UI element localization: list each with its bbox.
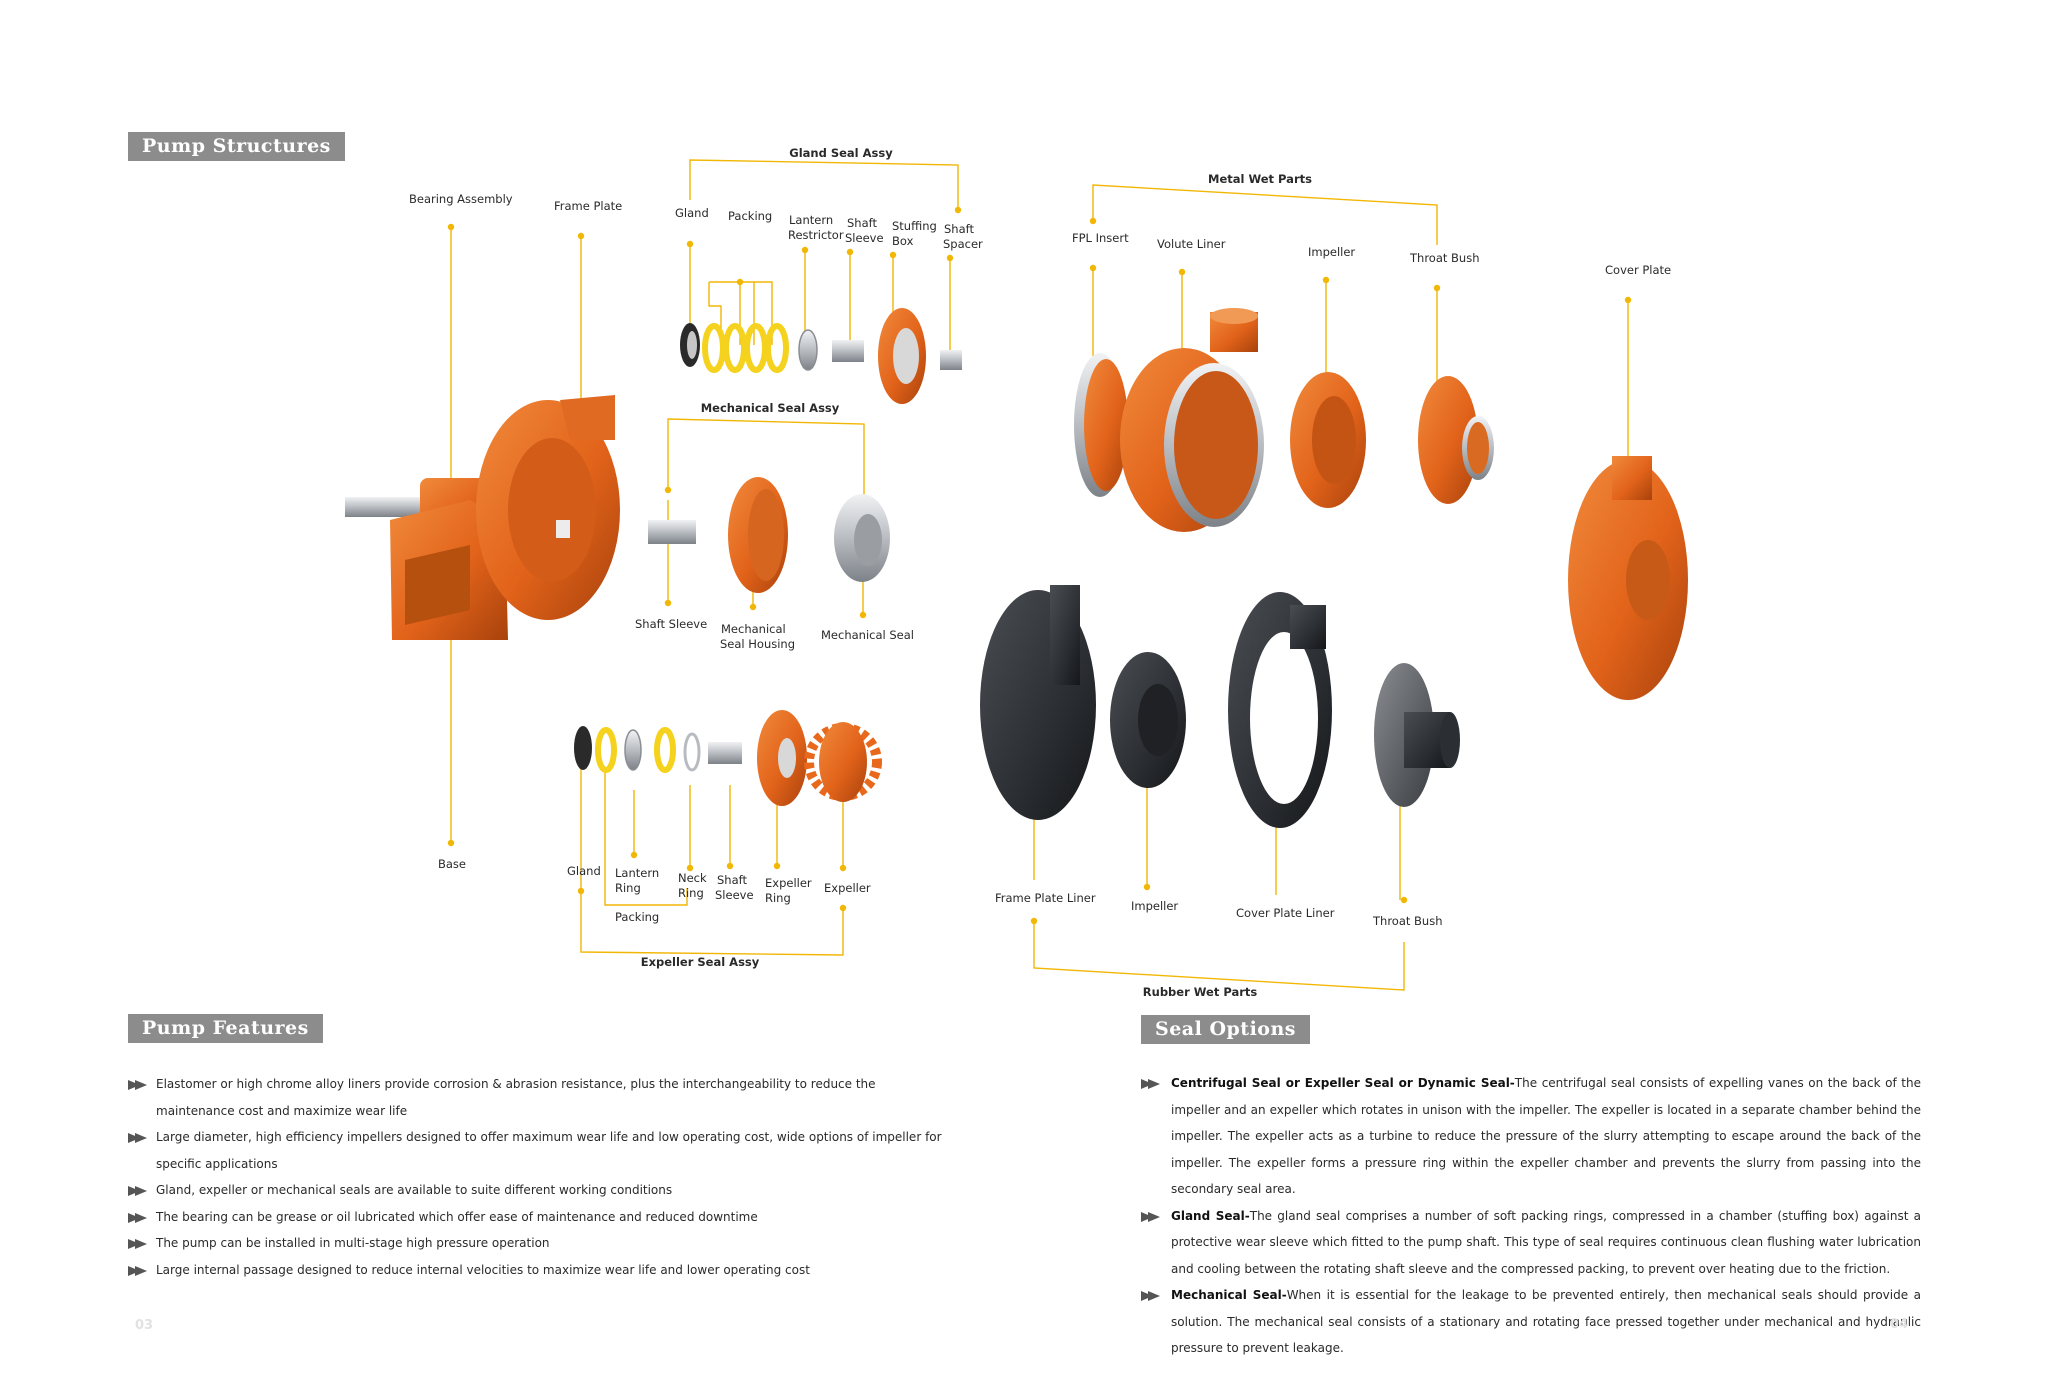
label-es-packing: Packing [615, 910, 660, 924]
label-ms-housing-1: Mechanical [721, 622, 786, 636]
label-gs-gland: Gland [675, 206, 709, 220]
label-frame-plate: Frame Plate [554, 199, 623, 213]
expeller-seal-parts [574, 710, 882, 806]
label-es-lantern-1: Lantern [615, 866, 660, 880]
list-item: Gland, expeller or mechanical seals are … [128, 1177, 948, 1204]
feature-text: Large diameter, high efficiency impeller… [156, 1130, 942, 1171]
label-gs-lantern-1: Lantern [789, 213, 834, 227]
list-item: Gland Seal-The gland seal comprises a nu… [1141, 1203, 1921, 1283]
label-ms-seal: Mechanical Seal [821, 628, 914, 642]
group-expeller-seal-assy: Expeller Seal Assy [640, 955, 760, 969]
mechanical-seal-parts [648, 477, 890, 593]
label-es-expeller-ring-1: Expeller [765, 876, 812, 890]
label-es-lantern-2: Ring [615, 881, 641, 895]
label-mw-fpl-insert: FPL Insert [1072, 231, 1129, 245]
label-es-neck-1: Neck [678, 871, 707, 885]
gland-seal-parts [680, 308, 962, 404]
rubber-wet-parts [980, 585, 1460, 828]
label-es-expeller: Expeller [824, 881, 871, 895]
label-gs-lantern-2: Restrictor [788, 228, 844, 242]
feature-text: The pump can be installed in multi-stage… [156, 1236, 550, 1250]
feature-text: Gland, expeller or mechanical seals are … [156, 1183, 673, 1197]
seal-name: Mechanical Seal- [1171, 1288, 1287, 1302]
label-gs-stuffing-2: Box [892, 234, 914, 248]
feature-text: The bearing can be grease or oil lubrica… [156, 1209, 758, 1224]
seal-text: The centrifugal seal consists of expelli… [1171, 1076, 1922, 1196]
arrow-bullet-icon [128, 1265, 147, 1276]
label-rw-impeller: Impeller [1131, 899, 1179, 913]
arrow-bullet-icon [128, 1212, 147, 1223]
arrow-bullet-icon [1141, 1291, 1160, 1301]
group-rubber-wet-parts: Rubber Wet Parts [1142, 985, 1258, 999]
page-number-left: 03 [135, 1318, 154, 1333]
label-gs-spacer-2: Spacer [943, 237, 983, 251]
label-rw-frame-plate-liner: Frame Plate Liner [995, 891, 1096, 905]
list-item: Centrifugal Seal or Expeller Seal or Dyn… [1141, 1070, 1921, 1203]
label-gs-spacer-1: Shaft [944, 222, 974, 236]
seal-name: Centrifugal Seal or Expeller Seal or Dyn… [1171, 1076, 1515, 1090]
list-item: The bearing can be grease or oil lubrica… [128, 1204, 948, 1231]
label-es-sleeve-2: Sleeve [715, 888, 754, 902]
group-gland-seal-assy: Gland Seal Assy [789, 146, 893, 160]
group-metal-wet-parts: Metal Wet Parts [1208, 172, 1312, 186]
label-mw-volute-liner: Volute Liner [1157, 237, 1226, 251]
seal-text: The gland seal comprises a number of sof… [1171, 1208, 1921, 1276]
label-ms-housing-2: Seal Housing [720, 637, 796, 651]
arrow-bullet-icon [128, 1133, 147, 1143]
arrow-bullet-icon [128, 1239, 147, 1249]
list-item: Large internal passage designed to reduc… [128, 1257, 948, 1284]
cover-plate-part [1568, 456, 1688, 700]
list-item: Mechanical Seal-When it is essential for… [1141, 1282, 1921, 1362]
label-es-neck-2: Ring [678, 886, 704, 900]
pump-features-list: Elastomer or high chrome alloy liners pr… [128, 1071, 948, 1283]
group-mechanical-seal-assy: Mechanical Seal Assy [700, 401, 840, 415]
seal-text: When it is essential for the leakage to … [1171, 1288, 1921, 1355]
label-cover-plate: Cover Plate [1605, 263, 1672, 277]
feature-text: Large internal passage designed to reduc… [156, 1262, 810, 1277]
arrow-bullet-icon [1141, 1079, 1160, 1089]
seal-options-list: Centrifugal Seal or Expeller Seal or Dyn… [1141, 1070, 1921, 1362]
label-bearing-assembly: Bearing Assembly [409, 192, 513, 206]
pump-structures-title: Pump Structures [128, 132, 345, 161]
arrow-bullet-icon [1141, 1211, 1160, 1222]
label-es-gland: Gland [567, 864, 601, 878]
list-item: Large diameter, high efficiency impeller… [128, 1124, 948, 1177]
arrow-bullet-icon [128, 1186, 147, 1196]
seal-options-title: Seal Options [1141, 1015, 1310, 1044]
label-mw-impeller: Impeller [1308, 245, 1356, 259]
arrow-bullet-icon [128, 1080, 147, 1090]
label-es-expeller-ring-2: Ring [765, 891, 791, 905]
label-mw-throat-bush: Throat Bush [1410, 251, 1480, 265]
label-es-sleeve-1: Shaft [717, 873, 747, 887]
pump-features-title: Pump Features [128, 1014, 323, 1043]
feature-text: Elastomer or high chrome alloy liners pr… [156, 1077, 876, 1118]
label-gs-sleeve-2: Sleeve [845, 231, 884, 245]
list-item: The pump can be installed in multi-stage… [128, 1230, 948, 1257]
seal-name: Gland Seal- [1171, 1208, 1250, 1223]
label-gs-sleeve-1: Shaft [847, 216, 877, 230]
label-rw-throat-bush: Throat Bush [1373, 914, 1443, 928]
list-item: Elastomer or high chrome alloy liners pr… [128, 1071, 948, 1124]
main-pump-assembly [345, 395, 620, 640]
label-base: Base [438, 857, 467, 871]
label-rw-cover-plate-liner: Cover Plate Liner [1236, 906, 1335, 920]
metal-wet-parts [1074, 308, 1494, 532]
label-ms-shaft-sleeve: Shaft Sleeve [635, 617, 708, 631]
page-number-right: 04 [1890, 1317, 1909, 1332]
label-gs-stuffing-1: Stuffing [892, 219, 937, 233]
label-gs-packing: Packing [728, 209, 773, 223]
